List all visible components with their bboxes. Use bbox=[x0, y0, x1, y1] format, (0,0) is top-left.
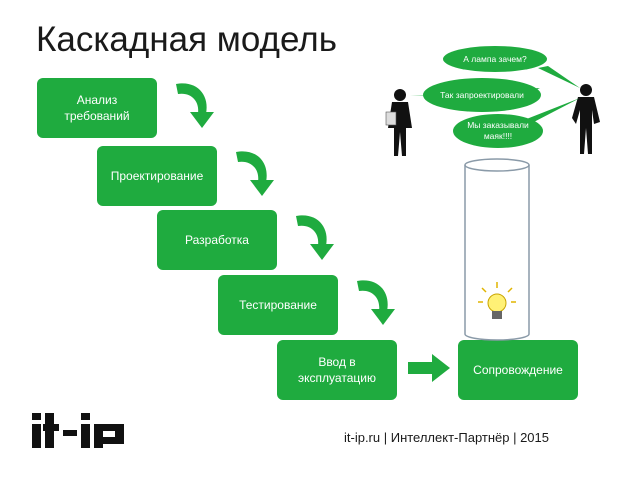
lightbulb-icon bbox=[478, 282, 516, 319]
page-title: Каскадная модель bbox=[36, 20, 337, 59]
curved-arrow-icon bbox=[296, 215, 334, 260]
step-maintenance: Сопровождение bbox=[458, 340, 578, 400]
speech-bubble-complaint: Мы заказывали маяк!!!! bbox=[453, 114, 543, 148]
speech-bubble-question: А лампа зачем? bbox=[443, 46, 547, 72]
it-ip-logo bbox=[30, 410, 128, 448]
curved-arrow-icon bbox=[176, 83, 214, 128]
lighthouse-tower bbox=[464, 158, 530, 341]
footer-text: it-ip.ru | Интеллект-Партнёр | 2015 bbox=[344, 430, 549, 445]
step-analysis: Анализ требований bbox=[37, 78, 157, 138]
person-icon bbox=[572, 84, 600, 154]
speech-bubble-answer: Так запроектировали bbox=[423, 78, 541, 112]
step-development: Разработка bbox=[157, 210, 277, 270]
person-icon bbox=[385, 89, 412, 156]
step-deployment: Ввод в эксплуатацию bbox=[277, 340, 397, 400]
logo-glyphs bbox=[32, 413, 124, 448]
curved-arrow-icon bbox=[236, 151, 274, 196]
curved-arrow-icon bbox=[357, 280, 395, 325]
step-testing: Тестирование bbox=[218, 275, 338, 335]
step-design: Проектирование bbox=[97, 146, 217, 206]
right-arrow-icon bbox=[408, 354, 450, 382]
